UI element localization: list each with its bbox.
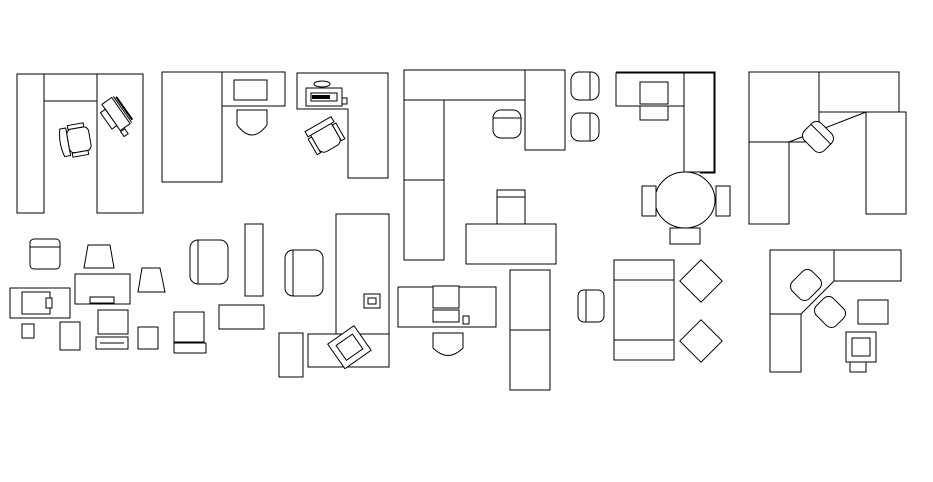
chair-2 [570, 71, 600, 101]
sofa [613, 259, 675, 361]
side-table [524, 69, 566, 151]
mouse [462, 315, 470, 325]
workstation-large-l-desk [403, 69, 600, 265]
lounge-set [577, 259, 723, 363]
workstation-desk-4 [307, 213, 390, 370]
keyboard [432, 309, 460, 323]
furniture-blocks-library [9, 238, 207, 354]
small-table-chair [496, 189, 526, 225]
computer-monitor [99, 96, 134, 132]
workstation-u-desk-1 [16, 73, 144, 214]
reception-desk [615, 71, 731, 245]
armchair-2 [284, 249, 324, 297]
desk-panel-top [43, 73, 98, 102]
office-chair [327, 325, 372, 370]
armchair-group [189, 223, 324, 378]
chair-left [641, 185, 657, 217]
chair-block-3 [137, 267, 166, 293]
monitor-block [97, 309, 129, 335]
chair-bottom [669, 227, 701, 245]
mouse [119, 128, 129, 138]
workstation-desk-5 [397, 269, 551, 391]
lounge-chair [577, 289, 605, 323]
chair-b [814, 296, 846, 328]
desk-panel-left [16, 73, 45, 214]
desk-return [161, 71, 223, 183]
cabinet-2 [509, 329, 551, 391]
small-table [465, 223, 557, 265]
workstation-l-desk-3 [296, 72, 389, 179]
monitor-block-2 [173, 311, 205, 343]
keyboard-tray [233, 79, 268, 101]
side-cabinet-1 [403, 99, 445, 181]
armchair-1 [189, 239, 229, 285]
keyboard [639, 105, 669, 121]
side-table [218, 304, 265, 330]
cabinet-1 [509, 269, 551, 331]
corner-workstation-1 [748, 71, 907, 225]
desk-panel-right [96, 73, 144, 214]
armchair-a [679, 259, 723, 303]
chair-block-1 [29, 238, 61, 270]
chair-a [790, 269, 822, 301]
round-table [654, 171, 716, 229]
office-chair [802, 121, 834, 153]
armchair-b [679, 319, 723, 363]
corner-workstation-2 [769, 249, 902, 373]
office-chair [432, 332, 464, 356]
mouse [341, 97, 348, 105]
monitor [432, 285, 460, 309]
chair-1 [492, 109, 522, 139]
chair-block-2 [83, 244, 115, 269]
office-chair [59, 122, 92, 158]
printer-block [59, 321, 81, 351]
phone-block [21, 323, 35, 339]
cabinet [278, 332, 304, 378]
printer [857, 299, 889, 325]
side-cabinet-2 [403, 179, 445, 261]
chair-right [715, 185, 731, 217]
chair-3 [570, 112, 600, 142]
cabinet-block [137, 326, 159, 350]
monitor [639, 81, 669, 105]
workstation-l-desk-2 [161, 71, 286, 183]
bench [244, 223, 264, 297]
phone [313, 80, 331, 88]
office-chair [236, 109, 268, 136]
office-chair [304, 115, 346, 156]
keyboard-block-2 [173, 342, 207, 354]
